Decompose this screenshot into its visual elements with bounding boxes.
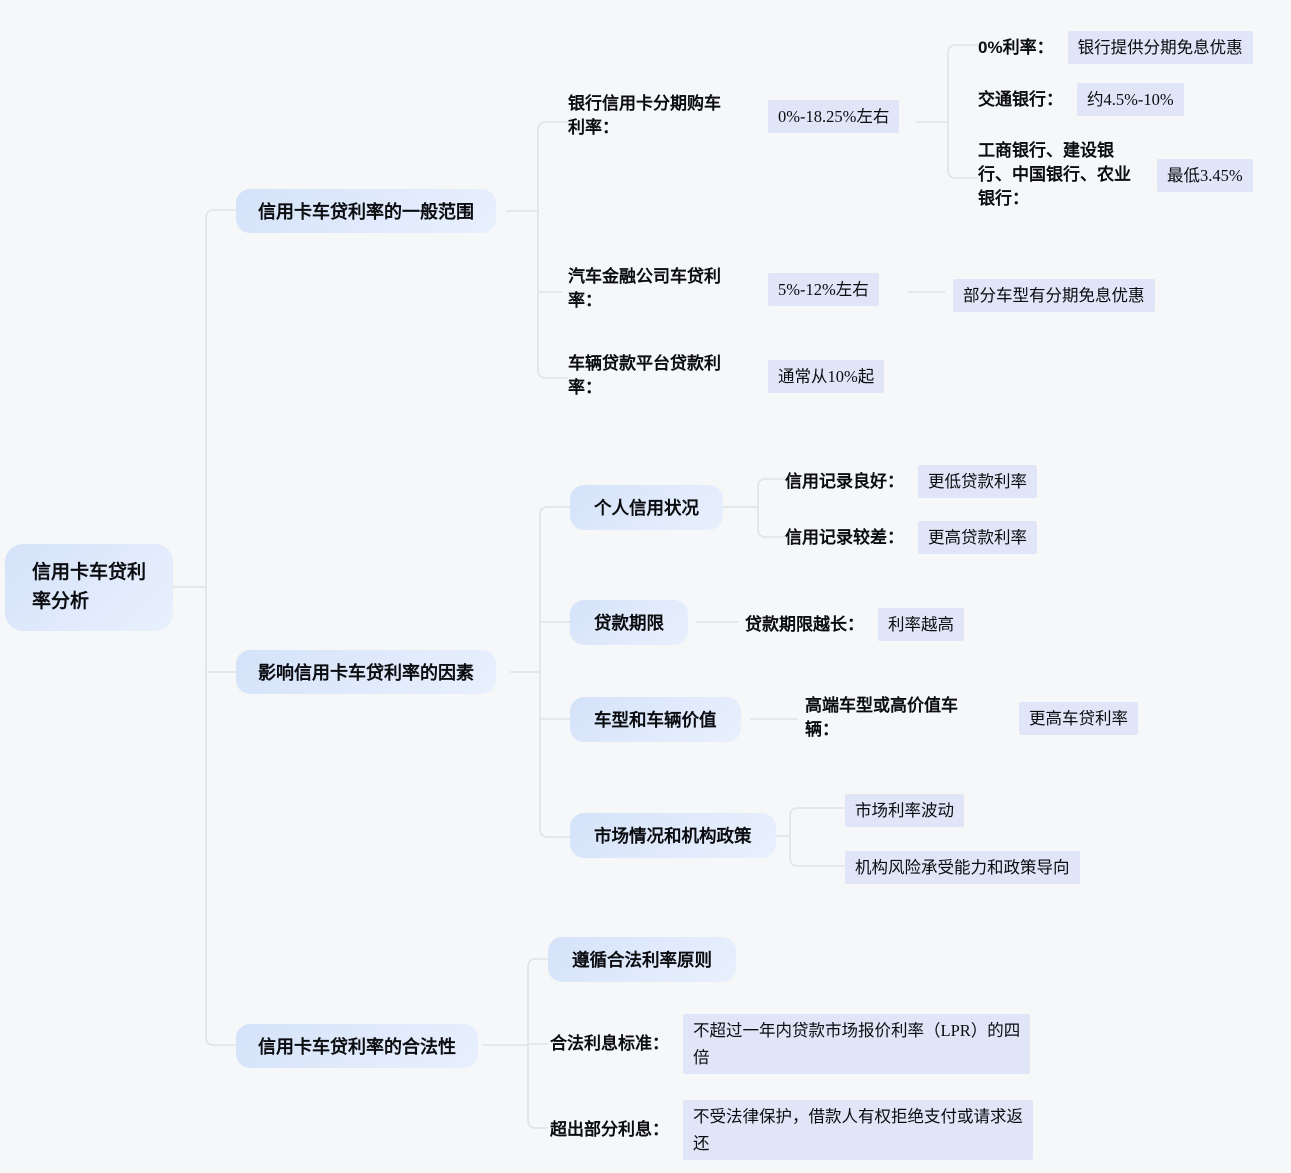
node-label: 车型和车辆价值 bbox=[594, 710, 717, 730]
row-value: 约4.5%-10% bbox=[1077, 83, 1184, 117]
row-bocom[interactable]: 交通银行： 约4.5%-10% bbox=[978, 83, 1184, 117]
row-institution-risk-policy[interactable]: 机构风险承受能力和政策导向 bbox=[845, 851, 1080, 885]
root-node[interactable]: 信用卡车贷利 率分析 bbox=[5, 544, 173, 631]
row-key: 高端车型或高价值车 辆： bbox=[805, 696, 958, 740]
branch-label: 信用卡车贷利率的合法性 bbox=[258, 1037, 456, 1057]
node-personal-credit[interactable]: 个人信用状况 bbox=[570, 485, 723, 530]
node-label: 遵循合法利率原则 bbox=[572, 950, 712, 970]
row-value: 市场利率波动 bbox=[845, 794, 964, 828]
row-legal-interest-standard[interactable]: 合法利息标准： 不超过一年内贷款市场报价利率（LPR）的四 倍 bbox=[550, 1014, 1031, 1075]
row-key: 工商银行、建设银 行、中国银行、农业 银行： bbox=[978, 141, 1131, 209]
row-bad-credit[interactable]: 信用记录较差： 更高贷款利率 bbox=[785, 521, 1037, 555]
row-loan-platform-rate[interactable]: 车辆贷款平台贷款利 率： 通常从10%起 bbox=[568, 352, 885, 400]
row-value: 不超过一年内贷款市场报价利率（LPR）的四 倍 bbox=[683, 1014, 1031, 1075]
row-key: 超出部分利息： bbox=[550, 1120, 669, 1140]
node-label: 市场情况和机构政策 bbox=[594, 826, 752, 846]
row-value: 机构风险承受能力和政策导向 bbox=[845, 851, 1080, 885]
row-excess-interest[interactable]: 超出部分利息： 不受法律保护，借款人有权拒绝支付或请求返 还 bbox=[550, 1100, 1033, 1161]
row-key: 车辆贷款平台贷款利 率： bbox=[568, 354, 721, 398]
branch-label: 信用卡车贷利率的一般范围 bbox=[258, 202, 474, 222]
branch-legality[interactable]: 信用卡车贷利率的合法性 bbox=[236, 1024, 478, 1068]
row-big-four-banks[interactable]: 工商银行、建设银 行、中国银行、农业 银行： 最低3.45% bbox=[978, 139, 1253, 211]
row-longer-term[interactable]: 贷款期限越长： 利率越高 bbox=[745, 608, 964, 642]
row-auto-finance-rate[interactable]: 汽车金融公司车贷利 率： 5%-12%左右 bbox=[568, 265, 879, 313]
row-key: 0%利率： bbox=[978, 37, 1054, 57]
node-label: 贷款期限 bbox=[594, 613, 664, 633]
row-key: 信用记录较差： bbox=[785, 527, 904, 547]
branch-influencing-factors[interactable]: 影响信用卡车贷利率的因素 bbox=[236, 650, 496, 694]
row-zero-rate[interactable]: 0%利率： 银行提供分期免息优惠 bbox=[978, 31, 1253, 65]
row-value: 更低贷款利率 bbox=[918, 465, 1037, 499]
node-label: 个人信用状况 bbox=[594, 498, 699, 518]
row-note: 部分车型有分期免息优惠 bbox=[953, 279, 1155, 313]
row-value: 0%-18.25%左右 bbox=[768, 99, 900, 133]
row-good-credit[interactable]: 信用记录良好： 更低贷款利率 bbox=[785, 465, 1037, 499]
row-key: 汽车金融公司车贷利 率： bbox=[568, 267, 721, 311]
row-key: 贷款期限越长： bbox=[745, 614, 864, 634]
row-key: 交通银行： bbox=[978, 89, 1063, 109]
row-key: 合法利息标准： bbox=[550, 1034, 669, 1054]
node-vehicle-value[interactable]: 车型和车辆价值 bbox=[570, 697, 741, 742]
row-value: 更高车贷利率 bbox=[1019, 701, 1138, 735]
row-value: 不受法律保护，借款人有权拒绝支付或请求返 还 bbox=[683, 1100, 1033, 1161]
row-highend-vehicle[interactable]: 高端车型或高价值车 辆： 更高车贷利率 bbox=[805, 694, 1138, 742]
row-value: 通常从10%起 bbox=[768, 359, 885, 393]
row-key: 银行信用卡分期购车 利率： bbox=[568, 94, 721, 138]
row-key: 信用记录良好： bbox=[785, 471, 904, 491]
root-label: 信用卡车贷利 率分析 bbox=[31, 562, 146, 613]
row-market-rate-fluctuation[interactable]: 市场利率波动 bbox=[845, 794, 964, 828]
node-loan-term[interactable]: 贷款期限 bbox=[570, 600, 688, 645]
branch-general-range[interactable]: 信用卡车贷利率的一般范围 bbox=[236, 189, 496, 233]
node-legal-rate-principle[interactable]: 遵循合法利率原则 bbox=[548, 937, 736, 982]
row-bank-installment-rate[interactable]: 银行信用卡分期购车 利率： 0%-18.25%左右 bbox=[568, 92, 900, 140]
row-value: 利率越高 bbox=[878, 608, 964, 642]
row-value: 银行提供分期免息优惠 bbox=[1067, 31, 1253, 65]
row-value: 最低3.45% bbox=[1157, 158, 1253, 192]
row-auto-finance-note[interactable]: 部分车型有分期免息优惠 bbox=[953, 279, 1155, 313]
row-value: 5%-12%左右 bbox=[768, 272, 879, 306]
row-value: 更高贷款利率 bbox=[918, 521, 1037, 555]
branch-label: 影响信用卡车贷利率的因素 bbox=[258, 663, 474, 683]
node-market-policy[interactable]: 市场情况和机构政策 bbox=[570, 813, 776, 858]
